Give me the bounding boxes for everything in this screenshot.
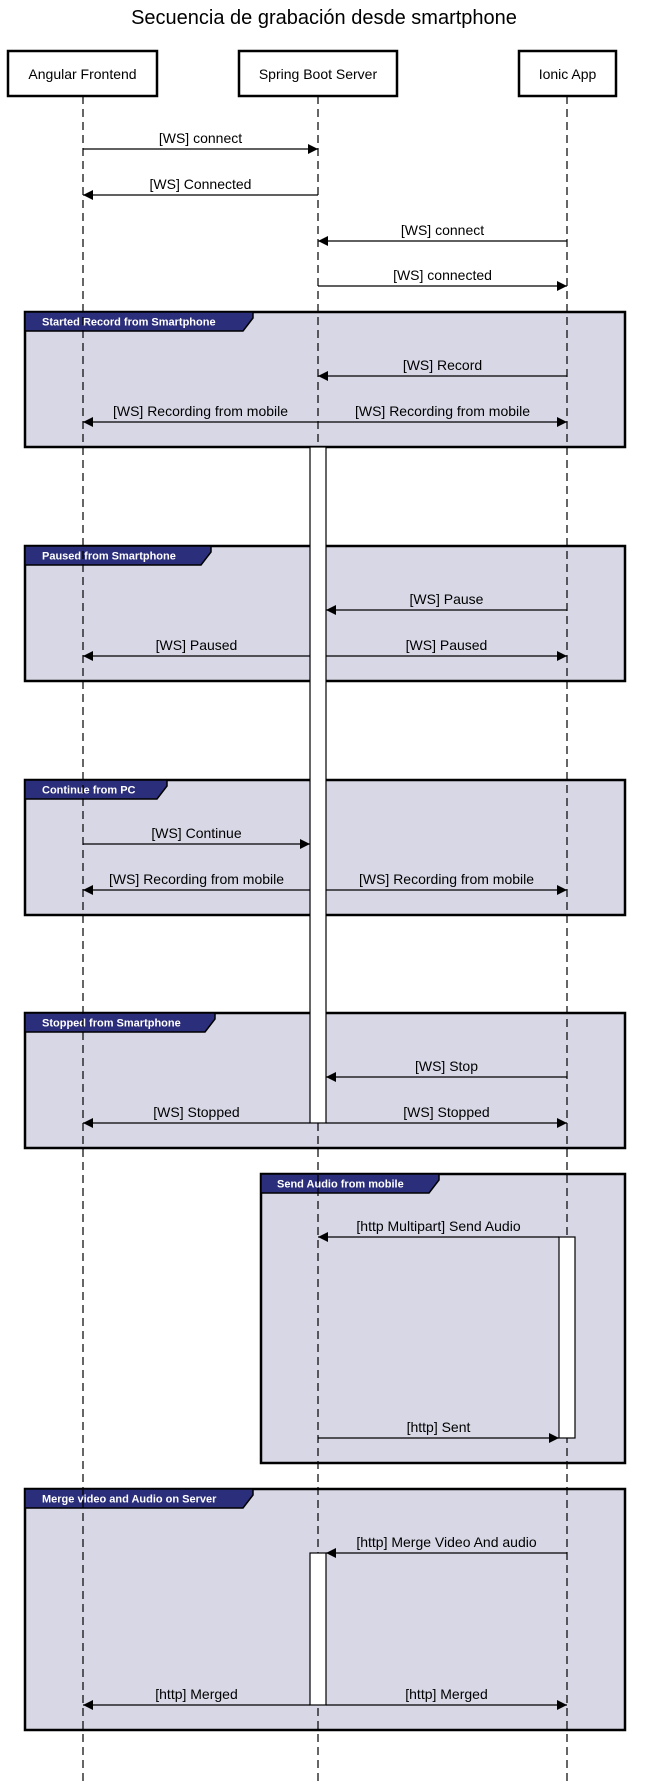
message-server-to-angular-paused: [WS] Paused bbox=[83, 637, 310, 661]
message-server-to-angular-stopped: [WS] Stopped bbox=[83, 1104, 310, 1128]
message-label: [WS] Record bbox=[403, 357, 482, 373]
activations bbox=[309, 446, 576, 1706]
frame-label-continue: Continue from PC bbox=[42, 785, 136, 797]
message-label: [WS] Continue bbox=[151, 825, 241, 841]
actors: Angular Frontend Spring Boot Server Ioni… bbox=[6, 49, 618, 98]
message-ionic-to-server-pause: [WS] Pause bbox=[326, 591, 567, 615]
actor-label-server: Spring Boot Server bbox=[259, 66, 378, 82]
actor-label-ionic: Ionic App bbox=[539, 66, 597, 82]
message-label: [WS] Connected bbox=[150, 176, 252, 192]
message-angular-to-server-continue: [WS] Continue bbox=[83, 825, 310, 849]
frame-label-started: Started Record from Smartphone bbox=[42, 317, 216, 329]
activation-server-merge bbox=[309, 1552, 327, 1706]
message-server-to-angular-recording-2: [WS] Recording from mobile bbox=[83, 871, 310, 895]
message-ionic-to-server-send-audio: [http Multipart] Send Audio bbox=[318, 1218, 559, 1242]
frame-label-paused: Paused from Smartphone bbox=[42, 551, 176, 563]
message-label: [WS] connect bbox=[401, 222, 484, 238]
actor-angular: Angular Frontend bbox=[6, 49, 159, 98]
message-server-to-ionic-recording-2: [WS] Recording from mobile bbox=[326, 871, 567, 895]
message-label: [http] Sent bbox=[407, 1419, 471, 1435]
frame-label-stopped: Stopped from Smartphone bbox=[42, 1018, 181, 1030]
message-server-to-ionic-merged: [http] Merged bbox=[326, 1686, 567, 1710]
message-server-to-angular-connected: [WS] Connected bbox=[83, 176, 318, 200]
frame-label-merge: Merge video and Audio on Server bbox=[42, 1494, 217, 1506]
actor-label-angular: Angular Frontend bbox=[28, 66, 136, 82]
message-server-to-angular-merged: [http] Merged bbox=[83, 1686, 310, 1710]
messages: [WS] connect [WS] Connected [WS] connect… bbox=[83, 130, 567, 1710]
message-label: [WS] Recording from mobile bbox=[359, 871, 534, 887]
message-server-to-ionic-recording: [WS] Recording from mobile bbox=[318, 403, 567, 427]
message-label: [WS] Pause bbox=[410, 591, 484, 607]
message-label: [WS] Recording from mobile bbox=[355, 403, 530, 419]
message-label: [WS] Stop bbox=[415, 1058, 478, 1074]
frame-label-send-audio: Send Audio from mobile bbox=[277, 1179, 404, 1191]
message-server-to-ionic-connected: [WS] connected bbox=[318, 267, 567, 291]
message-label: [WS] connected bbox=[393, 267, 492, 283]
message-ionic-to-server-stop: [WS] Stop bbox=[326, 1058, 567, 1082]
message-label: [WS] Stopped bbox=[403, 1104, 489, 1120]
message-label: [WS] connect bbox=[159, 130, 242, 146]
message-angular-to-server-connect: [WS] connect bbox=[83, 130, 318, 154]
message-ionic-to-server-connect: [WS] connect bbox=[318, 222, 567, 246]
actor-ionic: Ionic App bbox=[517, 49, 618, 98]
message-label: [http Multipart] Send Audio bbox=[356, 1218, 520, 1234]
message-label: [WS] Paused bbox=[156, 637, 238, 653]
actor-server: Spring Boot Server bbox=[237, 49, 399, 98]
message-label: [WS] Stopped bbox=[153, 1104, 239, 1120]
message-server-to-angular-recording: [WS] Recording from mobile bbox=[83, 403, 318, 427]
frame-started: Started Record from Smartphone bbox=[23, 310, 627, 449]
message-server-to-ionic-paused: [WS] Paused bbox=[326, 637, 567, 661]
message-label: [WS] Recording from mobile bbox=[109, 871, 284, 887]
message-label: [http] Merge Video And audio bbox=[356, 1534, 537, 1550]
message-label: [WS] Paused bbox=[406, 637, 488, 653]
message-server-to-ionic-sent: [http] Sent bbox=[318, 1419, 559, 1443]
message-ionic-to-server-record: [WS] Record bbox=[318, 357, 567, 381]
message-label: [http] Merged bbox=[155, 1686, 238, 1702]
message-server-to-ionic-stopped: [WS] Stopped bbox=[326, 1104, 567, 1128]
message-label: [http] Merged bbox=[405, 1686, 488, 1702]
activation-server-recording bbox=[309, 446, 327, 1124]
diagram-title: Secuencia de grabación desde smartphone bbox=[131, 7, 517, 29]
message-label: [WS] Recording from mobile bbox=[113, 403, 288, 419]
activation-ionic-send-audio bbox=[558, 1236, 576, 1439]
message-ionic-to-server-merge: [http] Merge Video And audio bbox=[326, 1534, 567, 1558]
